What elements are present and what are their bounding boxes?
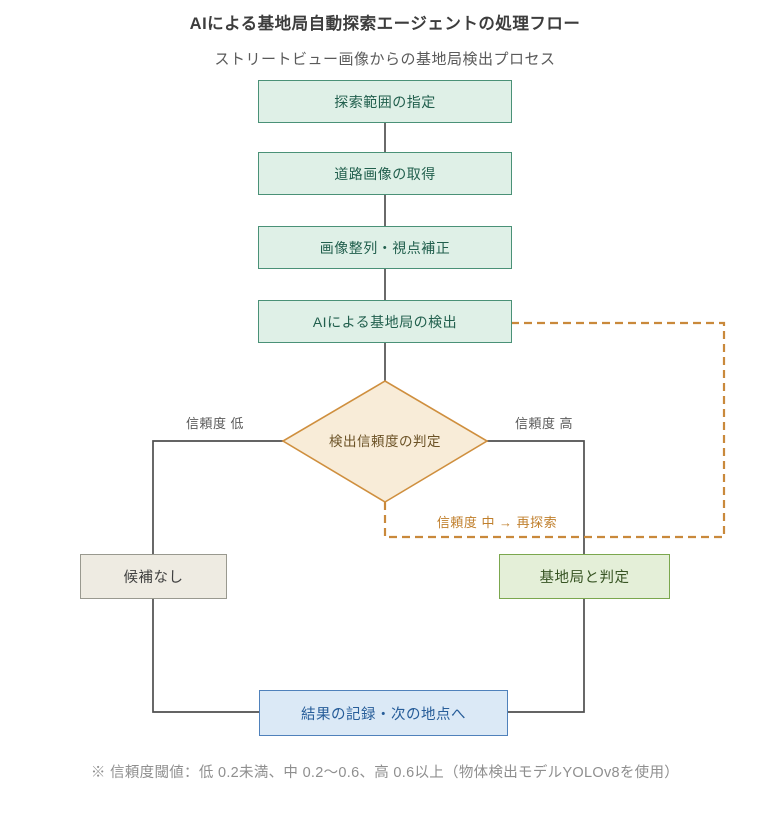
process-node-ai-detection: AIによる基地局の検出 (258, 300, 512, 343)
connector-decision-low (152, 440, 283, 554)
process-node-record-results: 結果の記録・次の地点へ (259, 690, 508, 736)
page-title: AIによる基地局自動探索エージェントの処理フロー (189, 15, 581, 33)
connector-confirmed-final (508, 599, 585, 713)
branch-label-high-confidence: 信頼度 高 (514, 416, 574, 431)
outcome-node-confirmed-base-station: 基地局と判定 (499, 554, 670, 599)
outcome-node-no-candidate: 候補なし (80, 554, 227, 599)
connector-nocandidate-final (152, 599, 259, 713)
branch-label-medium-confidence-loop: 信頼度 中 → 再探索 (436, 515, 558, 530)
connector-decision-high (487, 440, 585, 554)
process-node-image-alignment: 画像整列・視点補正 (258, 226, 512, 269)
decision-diamond (281, 380, 489, 503)
confidence-threshold-footnote: ※ 信頼度閾値：低 0.2未満、中 0.2〜0.6、高 0.6以上（物体検出モデ… (90, 765, 680, 781)
branch-label-low-confidence: 信頼度 低 (185, 416, 245, 431)
process-node-search-area: 探索範囲の指定 (258, 80, 512, 123)
page-subtitle: ストリートビュー画像からの基地局検出プロセス (214, 51, 556, 68)
process-node-road-images: 道路画像の取得 (258, 152, 512, 195)
decision-node-label: 検出信頼度の判定 (329, 434, 441, 449)
